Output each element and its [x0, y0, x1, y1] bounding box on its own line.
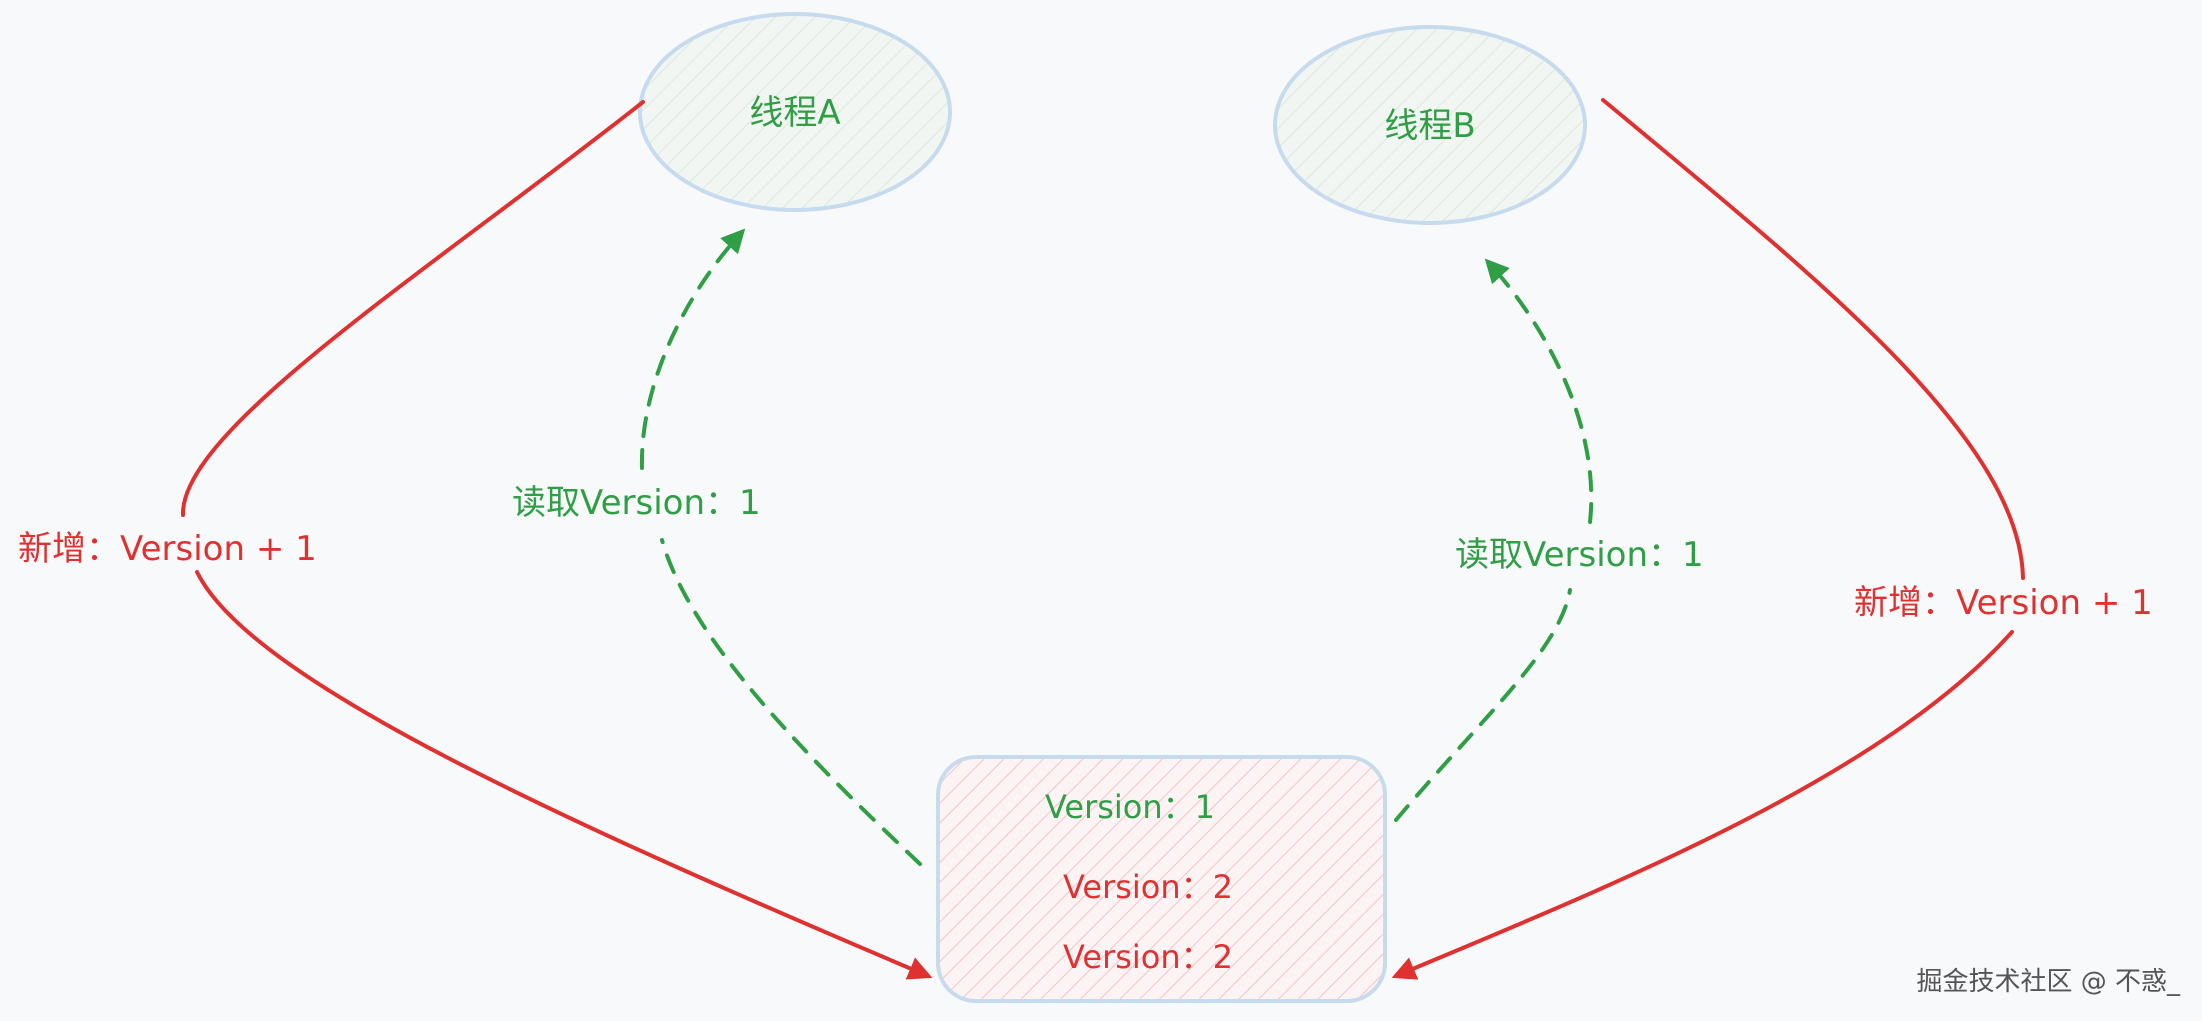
right-write-edge: 新增：Version + 1: [1391, 98, 2153, 980]
thread-b-node: 线程B: [1273, 25, 1587, 225]
left-read-curve-bottom: [660, 538, 922, 866]
right-write-curve-top: [1601, 98, 2025, 580]
left-read-arrow: [639, 228, 746, 470]
version-line-1: Version：1: [1045, 788, 1215, 826]
right-read-curve-bottom: [1394, 588, 1572, 822]
version-store: Version：1 Version：2 Version：2: [936, 755, 1387, 1003]
right-read-label: 读取Version：1: [1455, 535, 1704, 575]
left-write-curve-top: [180, 100, 645, 517]
watermark-text: 掘金技术社区 @ 不惑_: [1916, 967, 2181, 997]
version-line-2: Version：2: [1063, 868, 1233, 906]
right-write-label: 新增：Version + 1: [1854, 583, 2153, 623]
thread-b-label: 线程B: [1384, 106, 1475, 146]
right-read-arrow: [1484, 258, 1594, 524]
thread-b-ellipse: [1273, 25, 1587, 225]
version-store-box: [936, 755, 1387, 1003]
left-read-edge: 读取Version：1: [512, 228, 922, 866]
thread-a-label: 线程A: [749, 93, 840, 133]
left-write-arrow: [195, 570, 933, 980]
right-write-arrow: [1391, 630, 2014, 980]
thread-a-ellipse: [638, 12, 952, 212]
version-line-3: Version：2: [1063, 938, 1233, 976]
thread-a-node: 线程A: [638, 12, 952, 212]
left-write-label: 新增：Version + 1: [18, 529, 317, 569]
right-read-edge: 读取Version：1: [1394, 258, 1704, 822]
left-write-edge: 新增：Version + 1: [18, 100, 933, 980]
left-read-label: 读取Version：1: [512, 483, 761, 523]
